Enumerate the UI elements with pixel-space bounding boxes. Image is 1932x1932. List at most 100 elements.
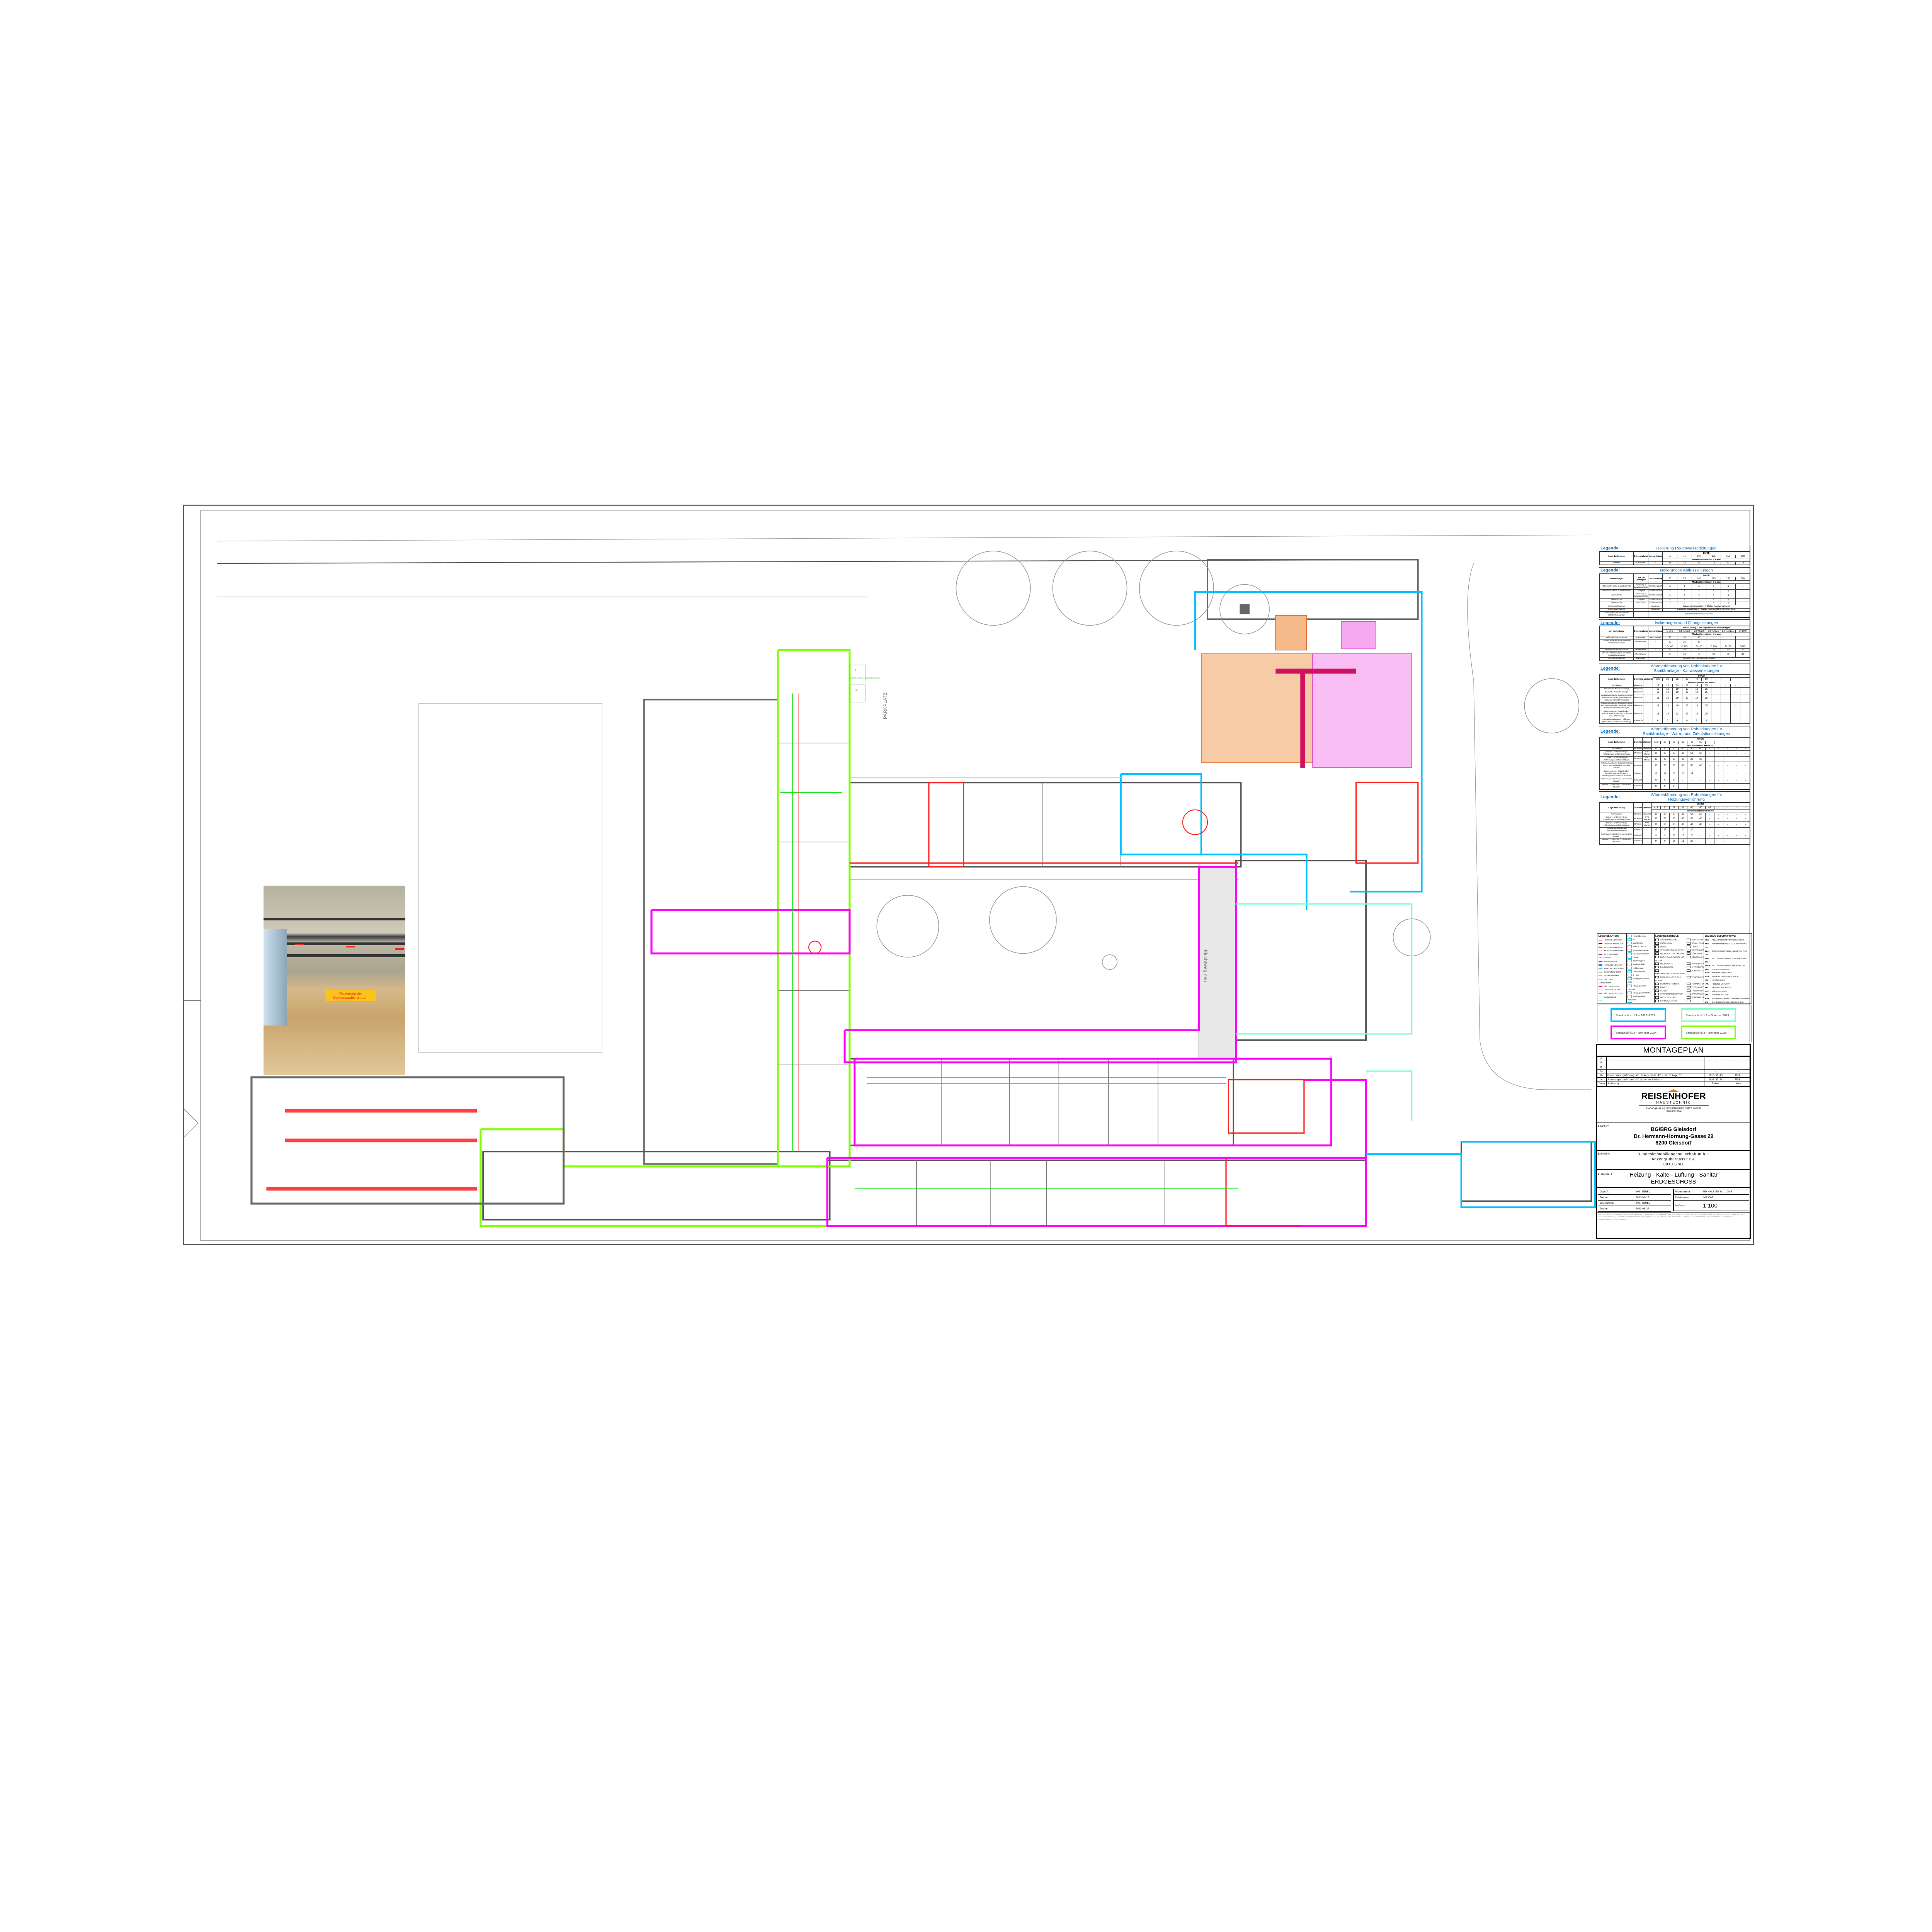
table-cell: 13	[1662, 690, 1673, 695]
table-cell: 19	[1691, 690, 1702, 695]
layer-item: LÜFTUNG FORTLUFT	[1598, 992, 1626, 995]
table-cell: 9	[1651, 838, 1661, 845]
table-cell: 30	[1677, 648, 1692, 652]
table-cell: Unterputz, Fußboden in unbeheizten Räume…	[1599, 777, 1634, 784]
table-cell: 19	[1672, 702, 1682, 711]
project-street: Dr. Hermann-Hornung-Gasse 29	[1634, 1133, 1714, 1139]
table-cell: 4	[1677, 589, 1692, 593]
legend-header-row: Lage der LeitungDämmmaterialUmmantelungD…	[1599, 737, 1750, 748]
label-abbreviation: ERKø	[1705, 965, 1710, 967]
legend-header: Legende:Isolierung Regenwasserleitungen	[1599, 545, 1750, 552]
sanitary-label: Spüle einfach	[1633, 964, 1645, 966]
symbol-label: THERMOSTAT	[1691, 990, 1704, 992]
layer-item: SANITÄRGEGENSTÄNDE	[1598, 999, 1626, 1003]
symbol-item: KÜHLREGISTER	[1687, 952, 1704, 956]
symbol-label: ABSPERRKLAPPE	[1660, 939, 1677, 941]
table-cell: 20	[1687, 838, 1697, 845]
table-cell: 30	[1669, 747, 1679, 751]
layer-color-swatch	[1598, 986, 1603, 987]
valve-symbol-icon	[1655, 942, 1659, 945]
table-cell: -	[1642, 827, 1652, 833]
table-cell: Zwischendecke, Doppelboden, Leichtbauwan…	[1599, 710, 1634, 718]
table-cell: 50	[1687, 750, 1697, 757]
plan-disciplines: Heizung - Kälte - Lüftung - Sanitär	[1629, 1172, 1718, 1179]
layer-label: LÜFTUNG FORTLUFT	[1604, 993, 1623, 995]
insulation-legend: Legende:Wärmedämmung von Rohrleitungen f…	[1599, 663, 1751, 724]
table-cell: -	[1732, 821, 1742, 828]
layer-item: KÜHLUNG RÜCKLAUF	[1598, 967, 1626, 971]
table-cell: 60	[1696, 762, 1706, 770]
plan-floor: ERDGESCHOSS	[1651, 1179, 1696, 1185]
revision-row: F----	[1597, 1056, 1750, 1061]
table-cell: Schallschutzschlauch	[1648, 589, 1663, 593]
photo-beam	[264, 954, 406, 957]
table-cell: PVC Mantel	[1642, 821, 1652, 828]
table-cell: -	[1723, 750, 1733, 757]
table-cell: -	[1705, 756, 1714, 762]
symbol-label: SICHERHEITSVENTIL	[1660, 983, 1680, 985]
table-cell: 30	[1696, 756, 1706, 762]
table-cell: Isolierschlauch	[1633, 838, 1643, 845]
project-number: 1623005	[1701, 1194, 1749, 1201]
table-cell: Abluftleitung im Dachboden	[1599, 648, 1634, 652]
symbol-label: UNTERPUTZVENTILATOR	[1691, 966, 1704, 969]
table-row: Abflussrohre mit besonderen Schallanford…	[1599, 611, 1750, 617]
layer-label: NUTZWASSER	[1604, 961, 1617, 963]
dn-value: U>10,0	[1735, 629, 1750, 633]
table-cell: -	[1642, 833, 1652, 839]
table-cell: Isolierschlauch	[1633, 777, 1643, 784]
table-cell: Isolierschlauch	[1633, 833, 1643, 839]
label-meaning: AUFSTANDSBOGEN F. ABLAUFROHR M. DM.	[1705, 943, 1748, 949]
table-cell: Kautschuk	[1633, 657, 1648, 661]
table-cell: 20	[1687, 827, 1697, 833]
valve-symbol-icon	[1655, 956, 1659, 959]
table-cell: -	[1696, 769, 1706, 778]
table-cell: -	[1741, 783, 1750, 789]
table-cell	[1633, 605, 1648, 609]
valve-symbol-icon	[1655, 976, 1659, 979]
layer-item: TRINKWASSER ZIRKULATION	[1598, 953, 1626, 960]
label-meaning: WANDDURCHBRUCH MIT ABMESSUNGEN	[1712, 998, 1750, 1000]
table-cell: 13	[1662, 694, 1673, 702]
table-cell: Fallleitung in Installationsschacht	[1633, 583, 1648, 590]
label-meaning: HEIZUNG RÜCKLAUF	[1712, 987, 1731, 989]
table-cell: -	[1721, 639, 1736, 646]
table-cell: 4	[1691, 589, 1707, 593]
table-cell: 30	[1651, 821, 1661, 828]
layer-color-swatch	[1598, 979, 1603, 980]
table-cell: 4	[1662, 601, 1678, 605]
layer-label: KÜHLUNG VORLAUF	[1604, 964, 1623, 966]
table-cell: 25	[1701, 690, 1712, 695]
table-cell: 13	[1678, 838, 1688, 845]
table-cell: 30	[1651, 750, 1661, 757]
table-cell: -	[1740, 694, 1750, 702]
table-cell: -	[1723, 769, 1733, 778]
layer-label: LÜFTUNG AUSSENLUFT	[1598, 978, 1613, 984]
table-cell: -	[1732, 816, 1742, 822]
label-meaning: ABLAUFROHR MIT DURCHMESSER	[1712, 939, 1744, 942]
sanitary-fixture-icon	[1628, 959, 1632, 963]
layer-item: LÜFTUNG ABLUFT	[1598, 988, 1626, 992]
table-cell: Unterputz, Fußboden in unbeheizten Räume…	[1599, 833, 1634, 839]
label-abbreviation: HRL	[1705, 987, 1709, 989]
table-cell: D 100	[1662, 645, 1678, 649]
scale-value: 1:100	[1701, 1200, 1749, 1211]
table-cell: 19	[1691, 684, 1702, 688]
table-cell: -	[1714, 821, 1723, 828]
table-cell: Unterputz	[1633, 598, 1648, 602]
layer-label: TRINKWASSER WARM	[1604, 950, 1624, 952]
table-cell: -	[1730, 690, 1741, 695]
label-meaning: ENTLÜFTUNGSROHR F. NASSRÄUME m. DM.	[1705, 957, 1749, 964]
symbols-legend-title: LEGENDE SYMBOLE:	[1655, 935, 1680, 937]
table-cell: -	[1705, 769, 1714, 778]
piping-details	[266, 693, 1239, 1191]
table-cell: Zu,- und Abluftleitungen innerhalb Insta…	[1599, 639, 1634, 646]
dn-value: 50	[1662, 554, 1678, 559]
table-cell: 4	[1721, 598, 1736, 602]
table-cell: -	[1741, 762, 1750, 770]
valve-symbol-icon	[1687, 966, 1690, 969]
symbol-label: DURCHGANGSVENTIL MIT MOTOR	[1655, 956, 1684, 962]
